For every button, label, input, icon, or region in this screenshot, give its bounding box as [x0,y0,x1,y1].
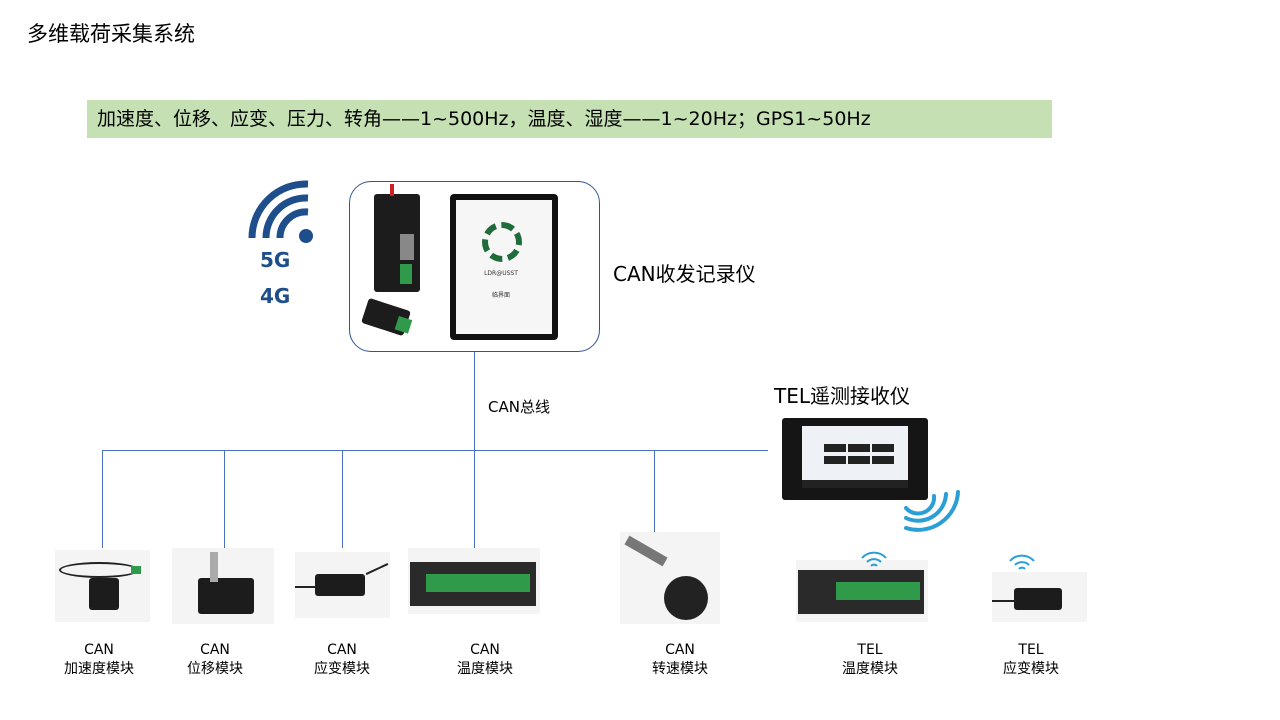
bus-drop-line [224,450,225,548]
can-bus-label: CAN总线 [488,398,550,416]
module-type: CAN [200,642,230,658]
bus-drop-line [474,450,475,548]
slide-title: 多维载荷采集系统 [27,22,195,46]
gateway-photo [374,184,420,292]
module-type: CAN [470,642,500,658]
module-label-can-speed: CAN 转速模块 [620,641,740,679]
4g-label: 4G [260,284,291,308]
can-temperature-module-photo [408,548,540,614]
sampling-rate-banner: 加速度、位移、应变、压力、转角——1~500Hz，温度、湿度——1~20Hz；G… [87,100,1052,138]
module-label-can-strain: CAN 应变模块 [282,641,402,679]
module-label-can-acceleration: CAN 加速度模块 [39,641,159,679]
module-name: 应变模块 [314,661,370,677]
wireless-signal-icon [860,550,888,568]
tel-temperature-module-photo [796,560,928,622]
speed-module-photo [620,532,720,624]
module-type: TEL [857,642,883,658]
module-name: 温度模块 [457,661,513,677]
strain-module-photo [295,552,390,618]
module-name: 位移模块 [187,661,243,677]
bus-drop-line [102,450,103,548]
recorder-photo: LDR@USST 临界面 [450,194,558,340]
5g-label: 5G [260,248,291,272]
sensor-photo [361,297,413,337]
module-name: 转速模块 [652,661,708,677]
wireless-signal-icon [898,486,968,534]
tel-strain-module-photo [992,572,1087,622]
can-recorder-label: CAN收发记录仪 [613,262,756,286]
module-name: 温度模块 [842,661,898,677]
module-label-tel-strain: TEL 应变模块 [971,641,1091,679]
bus-drop-line [654,450,655,548]
bus-trunk-line [474,352,475,450]
can-recorder-device: LDR@USST 临界面 [349,181,600,352]
module-label-tel-temperature: TEL 温度模块 [810,641,930,679]
module-type: CAN [84,642,114,658]
tel-receiver-photo [782,418,928,500]
module-name: 应变模块 [1003,661,1059,677]
wireless-signal-icon [1008,553,1036,571]
module-type: CAN [665,642,695,658]
module-type: CAN [327,642,357,658]
device-sub-text: 临界面 [491,292,510,299]
displacement-module-photo [172,548,274,624]
bus-drop-line [342,450,343,548]
module-type: TEL [1018,642,1044,658]
module-label-can-temperature: CAN 温度模块 [425,641,545,679]
can-bus-line [102,450,768,451]
module-label-can-displacement: CAN 位移模块 [155,641,275,679]
module-name: 加速度模块 [64,661,134,677]
accel-module-photo [55,550,150,622]
wifi-icon [246,178,318,248]
device-brand-text: LDR@USST [484,270,518,277]
tel-receiver-label: TEL遥测接收仪 [774,384,910,408]
